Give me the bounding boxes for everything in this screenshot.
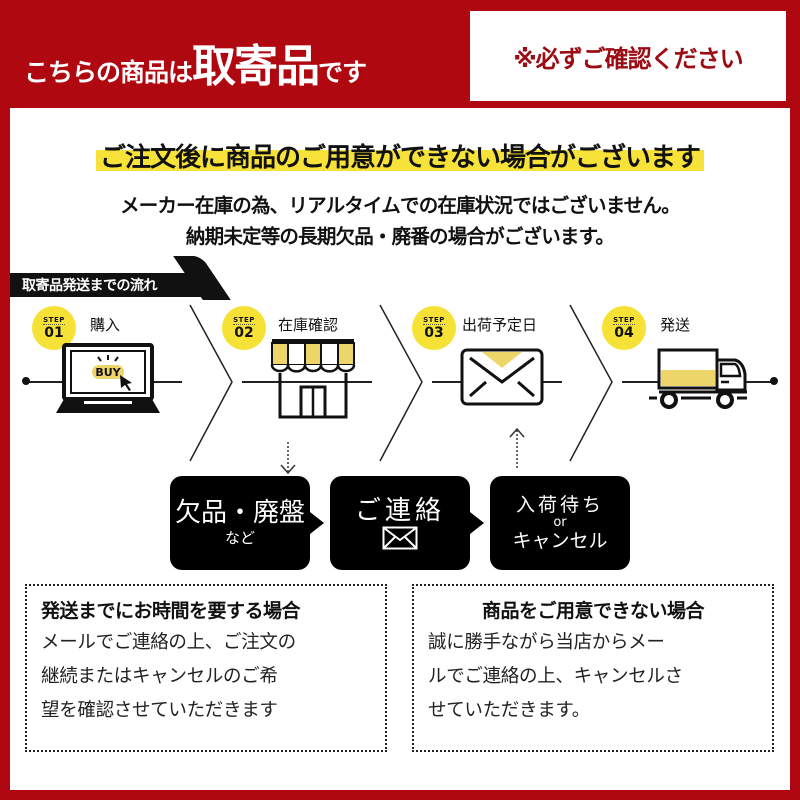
flow-tab: 取寄品発送までの流れ	[10, 273, 210, 297]
content-panel: ご注文後に商品のご用意ができない場合がございます メーカー在庫の為、リアルタイム…	[10, 108, 790, 790]
body-line: 継続またはキャンセルのご希	[41, 666, 278, 687]
step-word: STEP	[423, 315, 445, 325]
info-box-unavailable-title: 商品をご用意できない場合	[481, 600, 705, 622]
info-box-delay-title: 発送までにお時間を要する場合	[41, 600, 301, 622]
step-number: 04	[614, 324, 634, 341]
step-number: 02	[234, 324, 254, 341]
step-number: 03	[424, 324, 444, 341]
flow-tab-label: 取寄品発送までの流れ	[22, 278, 158, 294]
info-box-delay: 発送までにお時間を要する場合 メールでご連絡の上、ご注文の 継続またはキャンセル…	[25, 584, 387, 752]
step-badge-03: STEP 03	[412, 306, 456, 350]
description: メーカー在庫の為、リアルタイムでの在庫状況ではございません。 納期未定等の長期欠…	[10, 190, 790, 252]
bubble-backorder-line1: 入荷待ち	[515, 494, 604, 516]
title-suffix: です	[318, 58, 367, 87]
bubble-backorder-line2: or	[553, 515, 567, 530]
title-prefix: こちらの商品は	[24, 58, 193, 87]
step-word: STEP	[613, 315, 635, 325]
body-line: 誠に勝手ながら当店からメー	[428, 632, 665, 653]
info-box-unavailable: 商品をご用意できない場合 誠に勝手ながら当店からメー ルでご連絡の上、キャンセル…	[412, 584, 774, 752]
step-label-01: 購入	[90, 316, 121, 334]
mail-icon	[382, 526, 418, 550]
bubble-tail	[470, 512, 484, 534]
body-line: メールでご連絡の上、ご注文の	[41, 632, 296, 653]
confirm-notice: ※必ずご確認ください	[470, 11, 786, 101]
bubble-backorder-line3: キャンセル	[512, 530, 608, 552]
arrow-up-icon	[509, 427, 525, 470]
step-label-02: 在庫確認	[278, 316, 339, 334]
arrow-down-icon	[280, 442, 296, 475]
step-number: 01	[44, 324, 64, 341]
step-word: STEP	[43, 315, 65, 325]
bubble-contact-main: ご連絡	[354, 496, 445, 526]
bubble-tail	[310, 512, 324, 534]
body-line: ルでご連絡の上、キャンセルさ	[428, 666, 683, 687]
info-box-unavailable-body: 誠に勝手ながら当店からメー ルでご連絡の上、キャンセルさ せていただきます。	[428, 626, 758, 728]
step-badge-01: STEP 01	[32, 306, 76, 350]
timeline-start-dot	[22, 377, 30, 385]
body-line: せていただきます。	[428, 700, 590, 721]
step-label-04: 発送	[660, 316, 691, 334]
headline-text: ご注文後に商品のご用意ができない場合がございます	[95, 136, 704, 174]
confirm-notice-text: ※必ずご確認ください	[513, 44, 743, 73]
step-badge-02: STEP 02	[222, 306, 266, 350]
bubble-out-of-stock-main: 欠品・廃盤	[174, 498, 305, 528]
bubble-contact: ご連絡	[330, 476, 470, 570]
info-box-delay-body: メールでご連絡の上、ご注文の 継続またはキャンセルのご希 望を確認させていただき…	[41, 626, 371, 728]
body-line: 望を確認させていただきます	[41, 700, 278, 721]
chevron-separator-icon	[372, 304, 432, 462]
chevron-separator-icon	[562, 304, 622, 462]
step-badge-04: STEP 04	[602, 306, 646, 350]
timeline-end-dot	[770, 377, 778, 385]
description-line-1: メーカー在庫の為、リアルタイムでの在庫状況ではございません。	[120, 194, 681, 217]
truck-icon	[649, 348, 747, 409]
chevron-separator-icon	[182, 304, 242, 462]
laptop-buy-icon: BUY	[56, 343, 160, 413]
title-emphasis: 取寄品	[192, 41, 320, 92]
svg-text:BUY: BUY	[95, 366, 121, 379]
bubble-backorder-or-cancel: 入荷待ち or キャンセル	[490, 476, 630, 570]
headline: ご注文後に商品のご用意ができない場合がございます	[50, 135, 750, 175]
step-label-03: 出荷予定日	[462, 316, 538, 334]
bubble-out-of-stock: 欠品・廃盤 など	[170, 476, 310, 570]
store-icon	[270, 339, 356, 419]
envelope-icon	[460, 348, 544, 406]
bubble-out-of-stock-sub: など	[224, 529, 255, 547]
step-word: STEP	[233, 315, 255, 325]
page-title: こちらの商品は 取寄品 です	[24, 30, 367, 92]
description-line-2: 納期未定等の長期欠品・廃番の場合がございます。	[185, 225, 615, 248]
